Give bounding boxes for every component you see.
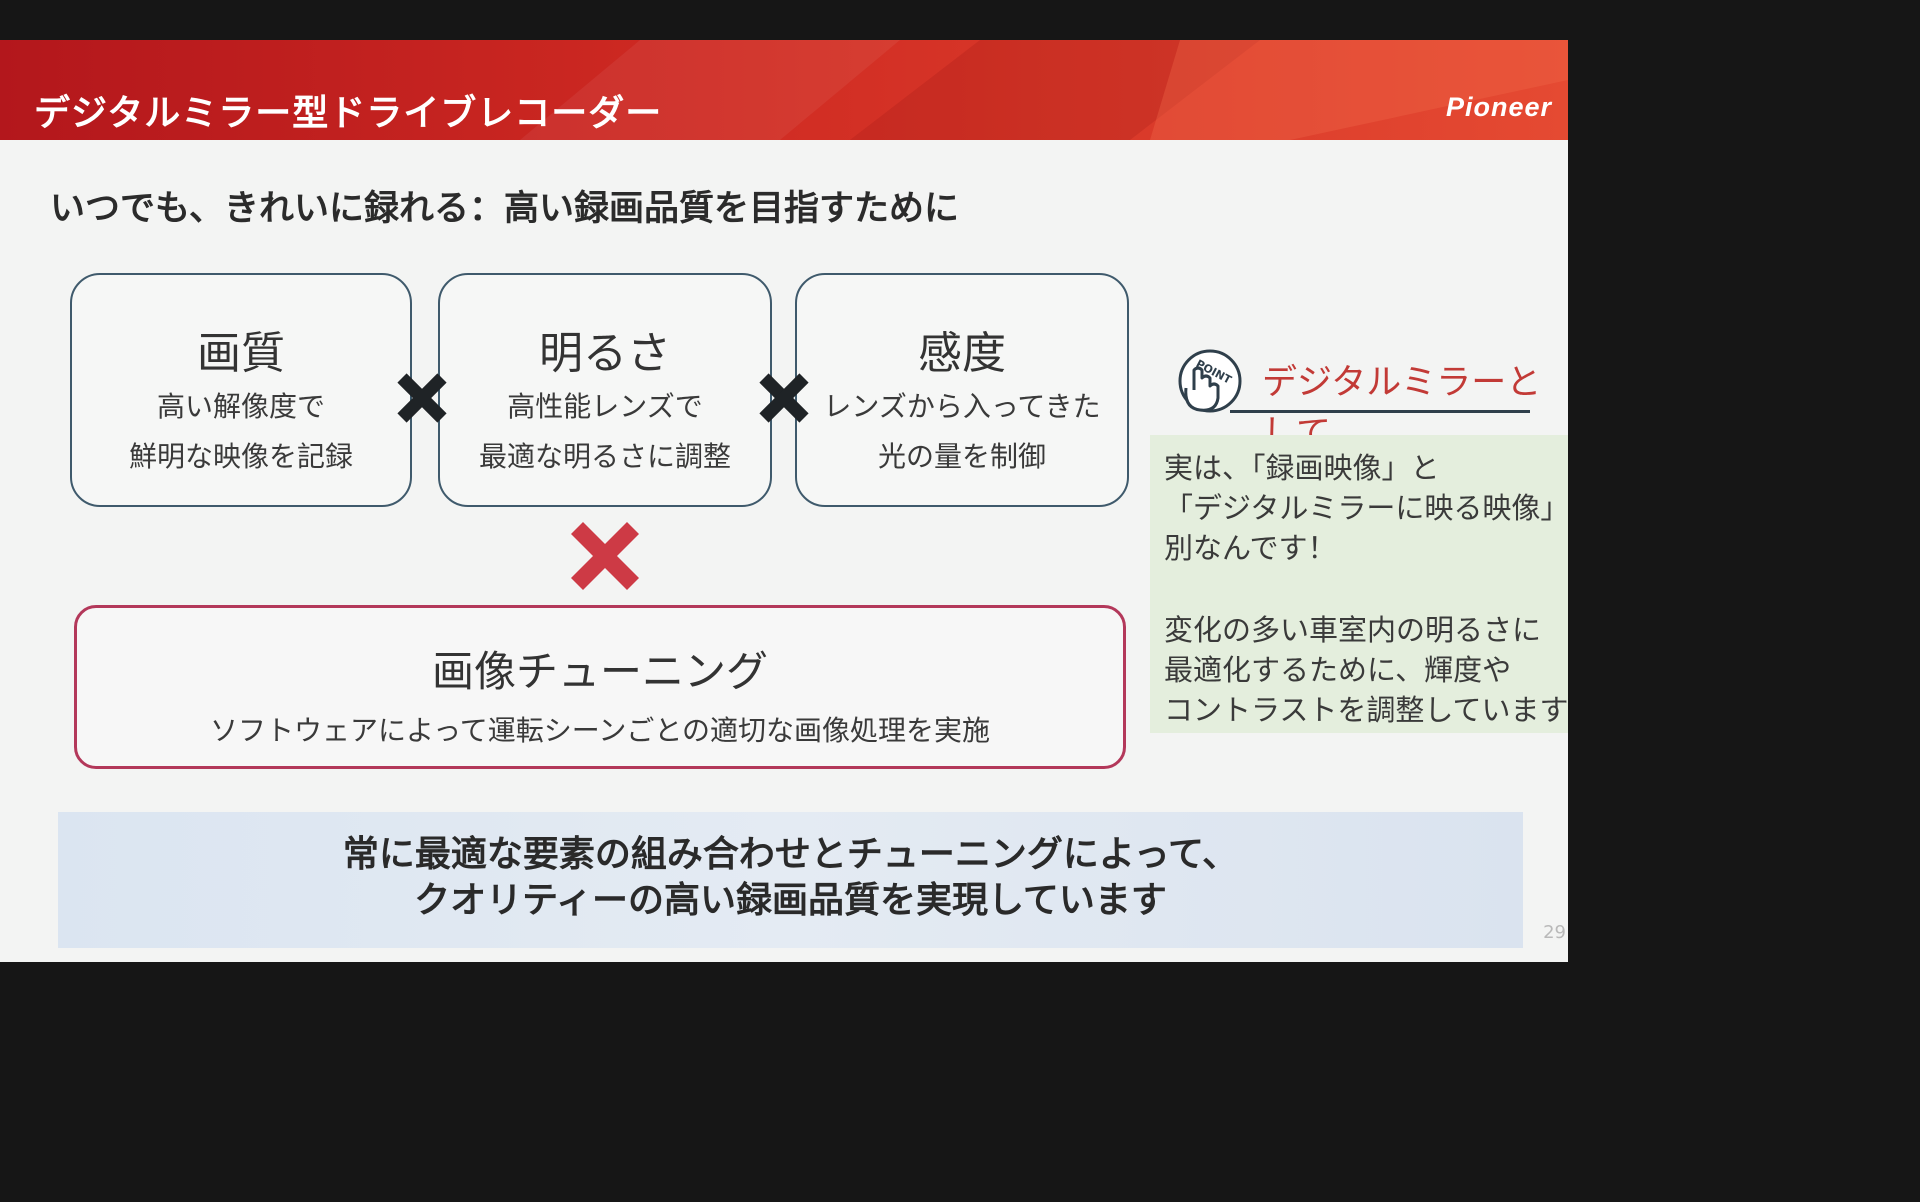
presentation-slide: デジタルミラー型ドライブレコーダー Pioneer いつでも、きれいに録れる：高… [0,40,1568,962]
deck-title: デジタルミラー型ドライブレコーダー [34,93,663,134]
factor-line: レンズから入ってきた [823,390,1101,423]
factor-line: 高い解像度で [156,390,325,423]
tuning-description: ソフトウェアによって運転シーンごとの適切な画像処理を実施 [209,714,991,747]
point-note-box: 実は、「録画映像」と 「デジタルミラーに映る映像」は 別なんです！ 変化の多い車… [1150,435,1568,733]
note-line: 変化の多い車室内の明るさに [1164,613,1542,647]
factor-line: 高性能レンズで [507,390,703,423]
factor-title: 明るさ [539,328,671,379]
page-number: 29 [1543,922,1566,943]
factor-title: 画質 [197,328,285,379]
slide-subtitle: いつでも、きれいに録れる：高い録画品質を目指すために [50,189,959,229]
conclusion-box: 常に最適な要素の組み合わせとチューニングによって、 クオリティーの高い録画品質を… [58,812,1523,948]
conclusion-line: 常に最適な要素の組み合わせとチューニングによって、 [342,834,1239,875]
factor-card-image-quality: 画質 高い解像度で 鮮明な映像を記録 [70,273,412,507]
multiply-red-icon [570,521,640,591]
point-callout-header: POINT デジタルミラーとして [1170,348,1568,454]
slide-header: デジタルミラー型ドライブレコーダー Pioneer [0,40,1568,140]
point-hand-icon: POINT [1178,349,1242,413]
conclusion-line: クオリティーの高い録画品質を実現しています [414,880,1167,921]
factor-line: 最適な明るさに調整 [478,440,731,473]
pioneer-logo: Pioneer [1445,92,1552,122]
factor-card-sensitivity: 感度 レンズから入ってきた 光の量を制御 [795,273,1129,507]
point-divider [1230,410,1530,413]
factor-card-brightness: 明るさ 高性能レンズで 最適な明るさに調整 [438,273,772,507]
image-tuning-box: 画像チューニング ソフトウェアによって運転シーンごとの適切な画像処理を実施 [74,605,1126,769]
note-line: 別なんです！ [1164,531,1337,565]
note-line: 最適化するために、輝度や [1164,653,1512,687]
note-line: 「デジタルミラーに映る映像」は [1164,491,1568,525]
factor-title: 感度 [918,328,1006,379]
factor-line: 鮮明な映像を記録 [128,440,353,473]
multiply-icon [397,373,447,423]
note-line: 実は、「録画映像」と [1164,451,1440,485]
multiply-icon [759,373,809,423]
header-decoration [520,40,1568,140]
tuning-title: 画像チューニング [431,647,768,696]
factor-line: 光の量を制御 [877,440,1046,473]
note-line: コントラストを調整しています [1164,693,1568,727]
